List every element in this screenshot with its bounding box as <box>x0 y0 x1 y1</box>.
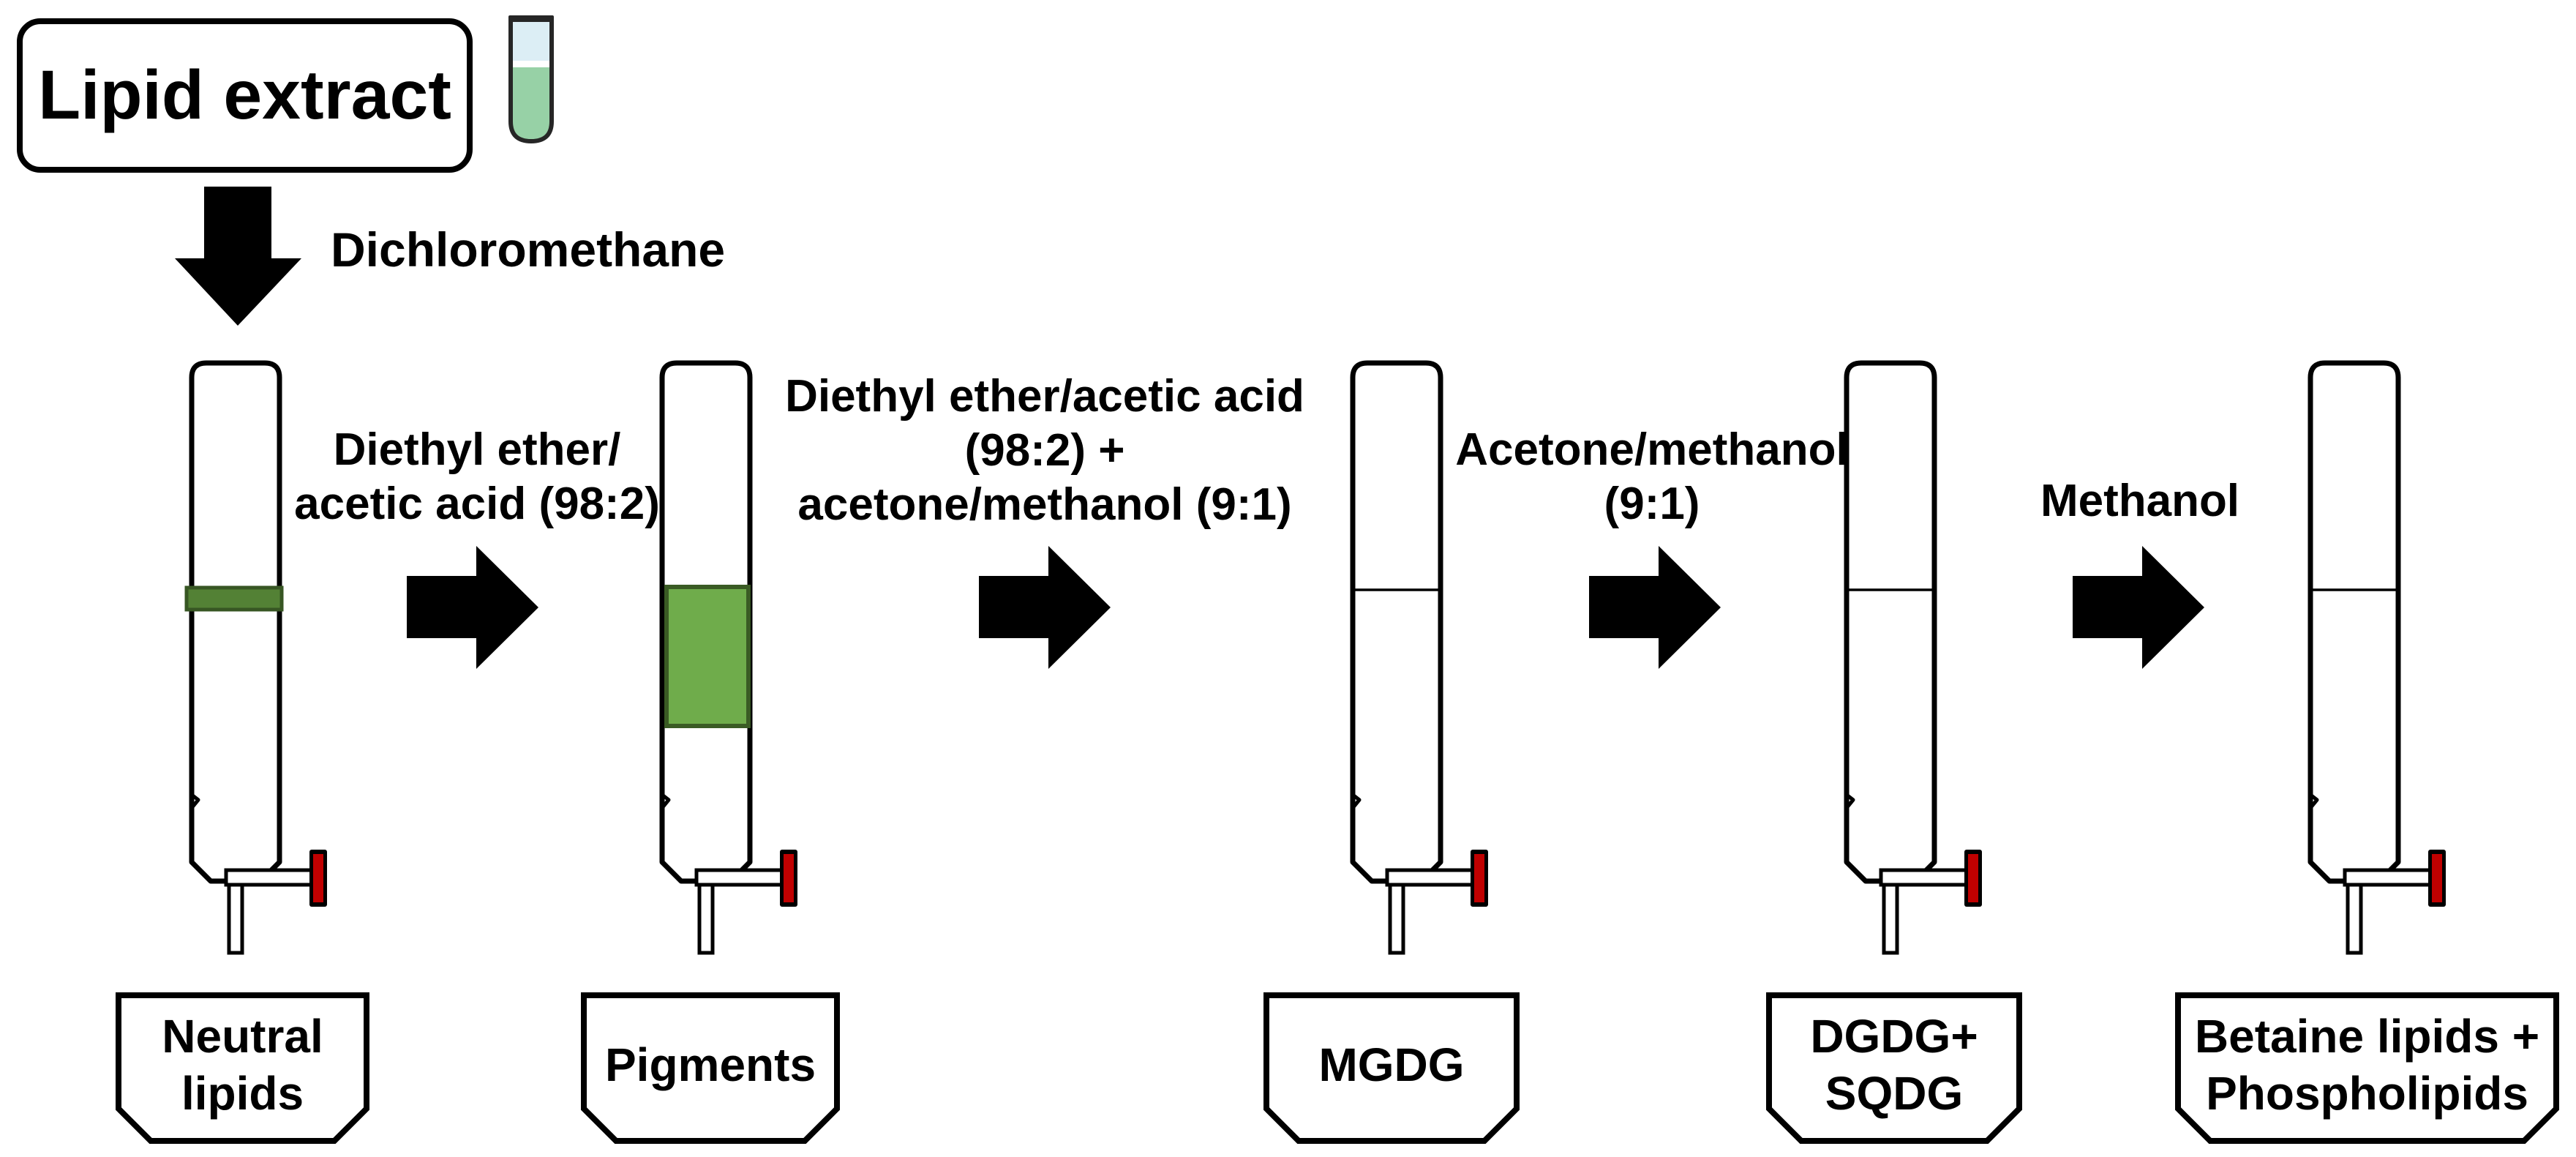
column-body <box>1844 360 1937 884</box>
chromatography-column-icon <box>659 360 797 955</box>
fraction-label: Betaine lipids + Phospholipids <box>2194 1009 2540 1120</box>
tube-rim <box>508 15 554 22</box>
stopcock-icon <box>1964 850 1982 907</box>
fraction-label-box: Betaine lipids + Phospholipids <box>2175 992 2559 1144</box>
column-side-arm <box>2343 868 2433 887</box>
column-sketch-mark <box>661 793 671 809</box>
column-body <box>2307 360 2401 884</box>
initial-solvent-label: Dichloromethane <box>331 222 726 277</box>
arrow-right-icon <box>2073 546 2204 669</box>
column-sketch-mark <box>1845 793 1855 809</box>
fraction-box-outline <box>1766 992 2022 1144</box>
column-side-arm <box>224 868 315 887</box>
fraction-label: Pigments <box>604 1038 816 1091</box>
fraction-box-outline <box>581 992 840 1144</box>
stopcock-icon <box>2428 850 2446 907</box>
fraction-label-box: Neutral lipids <box>116 992 369 1144</box>
lipid-extract-box: Lipid extract <box>17 18 473 173</box>
fraction-box-outline <box>116 992 369 1144</box>
lipid-extract-label: Lipid extract <box>38 56 451 134</box>
arrow-down-icon <box>175 187 301 326</box>
column-sketch-mark <box>2309 793 2319 809</box>
fraction-label: Neutral lipids <box>162 1009 323 1120</box>
tube-meniscus <box>511 61 552 67</box>
arrow-right-icon <box>1589 546 1721 669</box>
fraction-label-box: MGDG <box>1263 992 1520 1144</box>
fraction-label-box: Pigments <box>581 992 840 1144</box>
arrow-right-icon <box>407 546 538 669</box>
tube-liquid-top <box>511 20 552 61</box>
fraction-label: MGDG <box>1318 1038 1465 1091</box>
fraction-label-box: DGDG+ SQDG <box>1766 992 2022 1144</box>
column-sketch-mark <box>1351 793 1362 809</box>
fraction-box-outline <box>2175 992 2559 1144</box>
tube-outline <box>508 18 554 144</box>
tube-liquid-bottom <box>511 67 552 141</box>
stopcock-icon <box>309 850 327 907</box>
column-side-arm <box>1879 868 1969 887</box>
solvent-label: Diethyl ether/acetic acid (98:2) + aceto… <box>785 371 1304 530</box>
stopcock-icon <box>1471 850 1488 907</box>
column-side-arm <box>694 868 785 887</box>
neutral-lipid-band-icon <box>184 585 284 612</box>
pigment-band-icon <box>664 585 751 728</box>
chromatography-column-icon <box>1844 360 1982 955</box>
column-side-arm <box>1385 868 1476 887</box>
solvent-label: Diethyl ether/ acetic acid (98:2) <box>294 424 660 529</box>
arrow-right-icon <box>979 546 1111 669</box>
column-body <box>189 360 282 884</box>
chromatography-column-icon <box>1350 360 1488 955</box>
fraction-label: DGDG+ SQDG <box>1810 1009 1978 1120</box>
test-tube-icon <box>508 15 554 144</box>
fraction-box-outline <box>1263 992 1520 1144</box>
stopcock-icon <box>780 850 797 907</box>
column-sketch-mark <box>190 793 200 809</box>
solvent-label: Methanol <box>2040 476 2240 526</box>
solvent-label: Acetone/methanol (9:1) <box>1455 424 1849 529</box>
chromatography-column-icon <box>2307 360 2446 955</box>
column-body <box>1350 360 1443 884</box>
chromatography-column-icon <box>184 360 327 955</box>
